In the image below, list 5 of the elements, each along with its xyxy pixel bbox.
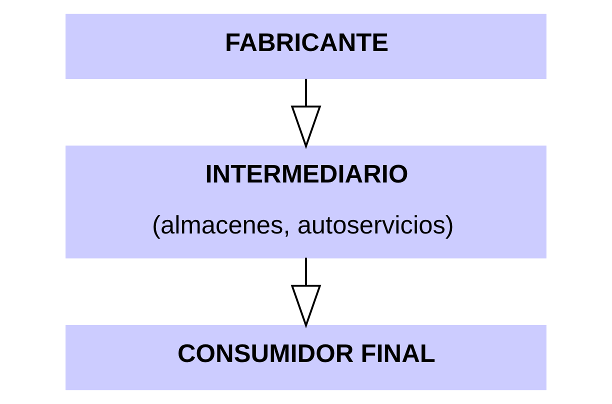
node-box: CONSUMIDOR FINAL [66, 325, 546, 390]
node-box: FABRICANTE [66, 14, 546, 79]
arrow [290, 78, 322, 150]
arrow [290, 258, 322, 328]
node-box: INTERMEDIARIO (almacenes, autoservicios) [66, 146, 546, 258]
